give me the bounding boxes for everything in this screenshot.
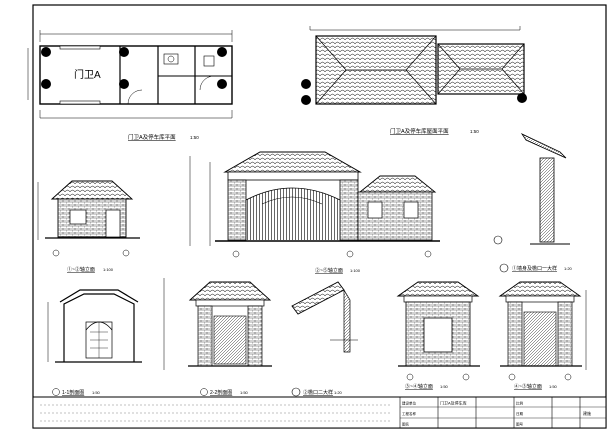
roof-plan-title: 门卫A及停车库屋面平面 [390,127,449,135]
title-block: 门卫A及停车库 建设单位 工程名称 图名 比例 日期 图号 建施 [32,396,607,429]
detail-a-title: ①墙身及檐口一大样 [512,265,557,272]
plan-room-label: 门卫A [74,68,101,81]
column-marker [217,47,227,57]
detail-a-scale: 1:20 [564,266,573,271]
roof-plan-scale: 1:50 [470,129,479,134]
elevation-3: ③~④轴立面 1:50 [396,281,480,390]
detail-b-scale: 1:20 [334,390,343,395]
sheet-number: 建施 [583,410,591,416]
title-block-label: 图名 [402,422,409,427]
title-block-label: 工程名称 [402,411,416,416]
elev-4-scale: 1:50 [549,384,558,389]
elev-3-scale: 1:50 [440,384,449,389]
section-2: 2-2剖面图 1:50 [163,278,272,396]
elevation-2: ②~⑤轴立面 1:100 [189,151,440,274]
column-marker [119,79,129,89]
elev-1-scale: 1:100 [103,267,114,272]
title-block-name: 门卫A及停车库 [440,400,467,406]
plan-scale: 1:50 [190,135,199,140]
section-1-title: 1-1剖面图 [62,389,84,396]
elevation-1: ①~②轴立面 1:100 [37,180,140,273]
title-block-label: 建设单位 [402,401,416,406]
title-block-label: 日期 [516,411,524,416]
detail-b: ②檐口二大样 1:20 [291,281,358,397]
column-marker [41,79,51,89]
section-1-scale: 1:50 [92,390,101,395]
roof-plan-view: 门卫A及停车库屋面平面 1:50 [301,26,527,135]
title-block-label: 图号 [516,422,524,427]
elevation-4: ④~③轴立面 1:50 [498,281,587,390]
elev-1-title: ①~②轴立面 [67,266,95,273]
plan-view: 门卫A 门卫A及停车库平面 1:50 [27,30,233,141]
column-marker [41,47,51,57]
plan-title: 门卫A及停车库平面 [128,133,176,141]
section-2-scale: 1:50 [240,390,249,395]
elev-4-title: ④~③轴立面 [514,383,542,390]
elev-2-title: ②~⑤轴立面 [315,267,343,274]
title-block-label: 比例 [516,401,524,406]
elev-3-title: ③~④轴立面 [405,383,433,390]
elev-2-scale: 1:100 [350,268,361,273]
column-marker [119,47,129,57]
column-marker [217,79,227,89]
section-1: 1-1剖面图 1:50 [47,289,142,396]
detail-a: ①墙身及檐口一大样 1:20 [493,133,573,273]
detail-b-title: ②檐口二大样 [303,389,333,396]
section-2-title: 2-2剖面图 [210,389,232,396]
